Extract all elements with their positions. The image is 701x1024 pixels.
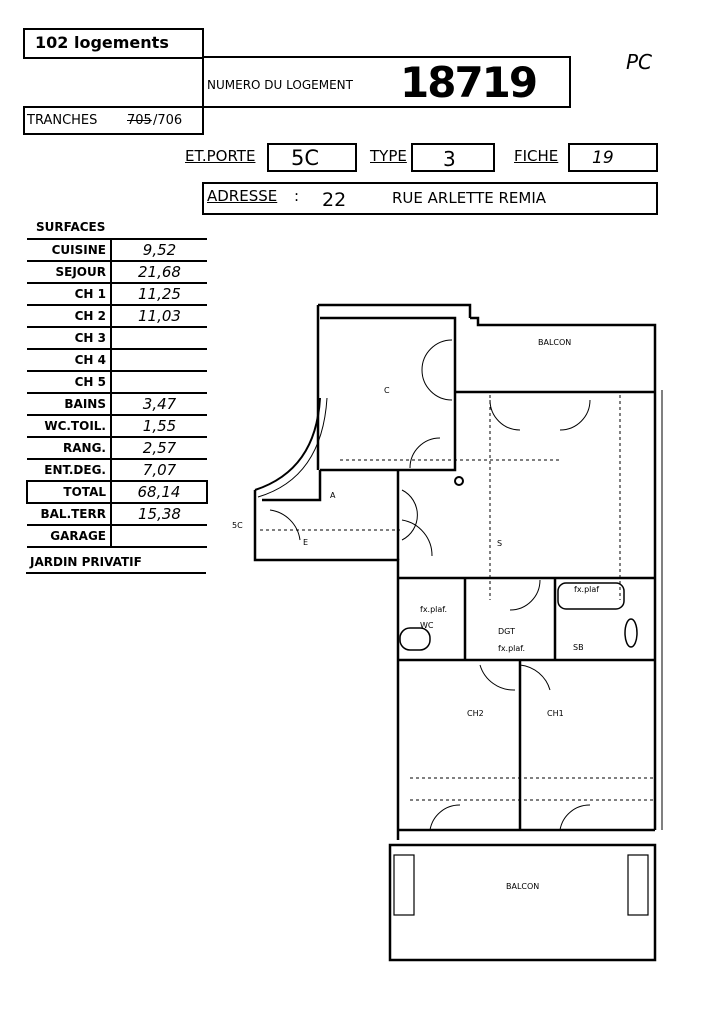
etporte-value: 5C xyxy=(291,146,320,170)
surface-row: RANG.2,57 xyxy=(27,437,207,460)
surface-value: 2,57 xyxy=(111,437,207,460)
plan-label-bath: fx.plaf xyxy=(574,585,599,594)
surface-value xyxy=(111,349,207,372)
surface-value: 9,52 xyxy=(111,239,207,262)
etporte-label: ET.PORTE xyxy=(185,147,256,165)
surface-row: CH 5 xyxy=(27,371,207,394)
surface-label: WC.TOIL. xyxy=(27,415,112,438)
fiche-label: FICHE xyxy=(514,147,559,165)
surface-label: TOTAL xyxy=(26,480,112,504)
program-box: 102 logements xyxy=(23,28,204,59)
tranches-label: TRANCHES xyxy=(27,113,98,128)
type-value: 3 xyxy=(443,147,456,171)
jardin-label: JARDIN PRIVATIF xyxy=(30,555,142,569)
surface-value: 15,38 xyxy=(111,503,207,526)
tranches-box: TRANCHES 705 /706 xyxy=(23,106,204,135)
numero-label: NUMERO DU LOGEMENT xyxy=(207,78,353,92)
surface-value: 11,25 xyxy=(111,283,207,306)
tranches-value: /706 xyxy=(153,113,183,128)
surface-label: BAINS xyxy=(27,393,112,416)
plan-label-ch2: CH2 xyxy=(467,709,484,718)
plan-label-porte: 5C xyxy=(232,521,243,530)
plan-label-fxplaf-2: fx.plaf. xyxy=(498,644,525,653)
surface-label: BAL.TERR xyxy=(27,503,112,526)
type-label: TYPE xyxy=(370,147,407,165)
surface-value: 1,55 xyxy=(111,415,207,438)
type-field: 3 xyxy=(411,143,495,172)
plan-label-sb: SB xyxy=(573,643,584,652)
plan-label-placard: A xyxy=(330,491,336,500)
surface-value: 21,68 xyxy=(111,261,207,284)
surface-label: ENT.DEG. xyxy=(27,459,112,482)
surface-label: RANG. xyxy=(27,437,112,460)
surface-label: GARAGE xyxy=(27,525,112,548)
surface-row: GARAGE xyxy=(27,525,207,548)
plan-label-entree: E xyxy=(303,538,308,547)
surface-label: CH 3 xyxy=(27,327,112,350)
surface-value: 68,14 xyxy=(111,480,208,504)
plan-label-cuisine: C xyxy=(384,386,390,395)
plan-label-balcon-top: BALCON xyxy=(538,338,571,347)
surface-label: CH 5 xyxy=(27,371,112,394)
surface-value: 11,03 xyxy=(111,305,207,328)
plan-label-sejour: S xyxy=(497,539,502,548)
surfaces-title: SURFACES xyxy=(36,220,106,234)
adresse-box: ADRESSE : 22 RUE ARLETTE REMIA xyxy=(202,182,658,215)
surface-label: CH 1 xyxy=(27,283,112,306)
surface-label: CH 2 xyxy=(27,305,112,328)
plan-label-dgt: DGT xyxy=(498,627,515,636)
tranches-struck: 705 xyxy=(127,113,152,128)
surface-value xyxy=(111,525,207,548)
surface-label: SEJOUR xyxy=(27,261,112,284)
surface-row: CH 3 xyxy=(27,327,207,350)
surface-value: 3,47 xyxy=(111,393,207,416)
initials: PC xyxy=(626,50,653,74)
etporte-field: 5C xyxy=(267,143,357,172)
adresse-number: 22 xyxy=(322,189,347,211)
plan-label-ch1: CH1 xyxy=(547,709,564,718)
plan-label-fxplaf-1: fx.plaf. xyxy=(420,605,447,614)
surface-row: CH 4 xyxy=(27,349,207,372)
surface-label: CUISINE xyxy=(27,239,112,262)
surface-value xyxy=(111,327,207,350)
plan-label-wc: WC xyxy=(420,621,434,630)
plan-label-balcon-bottom: BALCON xyxy=(506,882,539,891)
jardin-line xyxy=(26,572,206,574)
surface-row: ENT.DEG.7,07 xyxy=(27,459,207,482)
program-title: 102 logements xyxy=(35,33,169,52)
numero-value: 18719 xyxy=(400,58,538,107)
numero-box: NUMERO DU LOGEMENT 18719 xyxy=(202,56,571,108)
adresse-colon: : xyxy=(294,187,300,205)
surface-value xyxy=(111,371,207,394)
adresse-label: ADRESSE xyxy=(207,187,278,205)
adresse-street: RUE ARLETTE REMIA xyxy=(392,189,546,207)
fiche-value: 19 xyxy=(592,148,614,168)
fiche-field: 19 xyxy=(568,143,658,172)
surface-label: CH 4 xyxy=(27,349,112,372)
surface-row: WC.TOIL.1,55 xyxy=(27,415,207,438)
surface-value: 7,07 xyxy=(111,459,207,482)
